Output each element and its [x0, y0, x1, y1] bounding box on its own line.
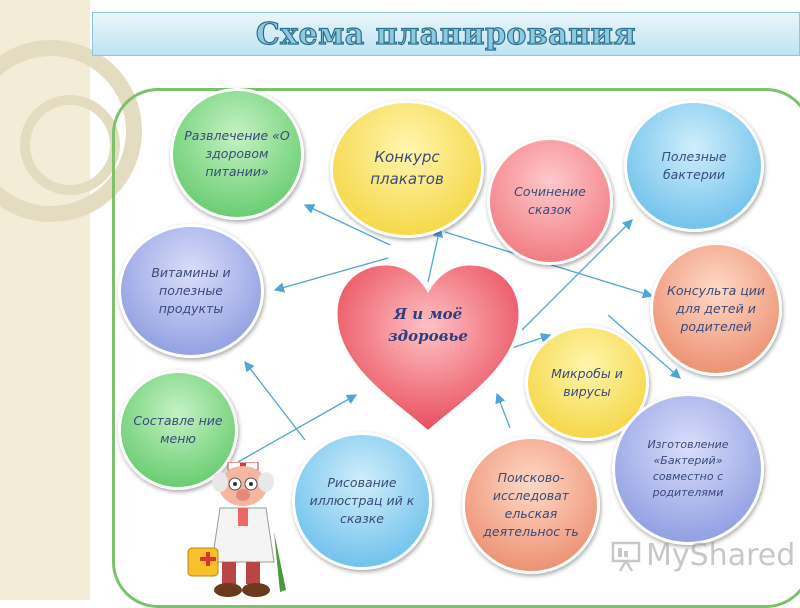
arrow-to-izgotovlenie: [607, 314, 681, 379]
center-label-line2: здоровье: [388, 326, 468, 345]
node-label: Конкурс плакатов: [370, 148, 444, 188]
arrow-from-poiskovo: [495, 392, 511, 429]
center-label: Я и моё здоровье: [332, 304, 524, 348]
node-razvlechenie: Развлечение «О здоровом питании»: [170, 88, 304, 220]
arrow-to-mikroby: [511, 333, 552, 349]
arrow-from-risovanie: [244, 360, 306, 441]
watermark-logo: MyShared: [610, 538, 795, 573]
node-label: Полезные бактерии: [661, 148, 727, 182]
node-izgotovlenie: Изготовление «Бактерий» совместно с роди…: [612, 393, 764, 545]
arrow-to-poleznye: [521, 219, 633, 331]
center-label-line1: Я и моё: [393, 305, 463, 323]
center-heart: Я и моё здоровье: [332, 262, 524, 436]
presentation-board-icon: [611, 541, 641, 572]
title-banner: Схема планирования: [92, 12, 800, 56]
node-konkurs: Конкурс плакатов: [330, 100, 484, 238]
watermark-text: MyShared: [646, 538, 796, 573]
node-konsultacii: Консульта ции для детей и родителей: [650, 242, 782, 376]
node-risovanie: Рисование иллюстрац ий к сказке: [292, 432, 432, 570]
page-title: Схема планирования: [255, 16, 637, 52]
node-poiskovo: Поисково-исследоват ельская деятельнос т…: [462, 436, 600, 574]
node-label: Консульта ции для детей и родителей: [667, 282, 765, 335]
arrow-to-vitaminy: [273, 257, 389, 293]
node-label: Витамины и полезные продукты: [151, 264, 231, 317]
node-label: Рисование иллюстрац ий к сказке: [309, 474, 415, 527]
node-sochinenie: Сочинение сказок: [487, 137, 613, 265]
node-label: Изготовление «Бактерий» совместно с роди…: [647, 438, 729, 499]
heart-shape: [334, 262, 522, 435]
node-label: Составле ние меню: [133, 412, 223, 446]
node-label: Сочинение сказок: [514, 183, 586, 217]
node-poleznye-bakterii: Полезные бактерии: [624, 100, 764, 232]
arrow-to-konkurs: [427, 226, 444, 283]
node-sostavlenie: Составле ние меню: [118, 370, 238, 490]
arrow-from-sostavlenie: [237, 394, 358, 463]
decorative-ring: [20, 95, 120, 195]
node-label: Микробы и вирусы: [551, 365, 623, 399]
node-label: Поисково-исследоват ельская деятельнос т…: [483, 469, 579, 540]
doctor-character-illustration: [186, 461, 296, 600]
arrow-to-razvlechenie: [303, 204, 391, 246]
node-label: Развлечение «О здоровом питании»: [184, 127, 290, 180]
node-vitaminy: Витамины и полезные продукты: [118, 224, 264, 358]
